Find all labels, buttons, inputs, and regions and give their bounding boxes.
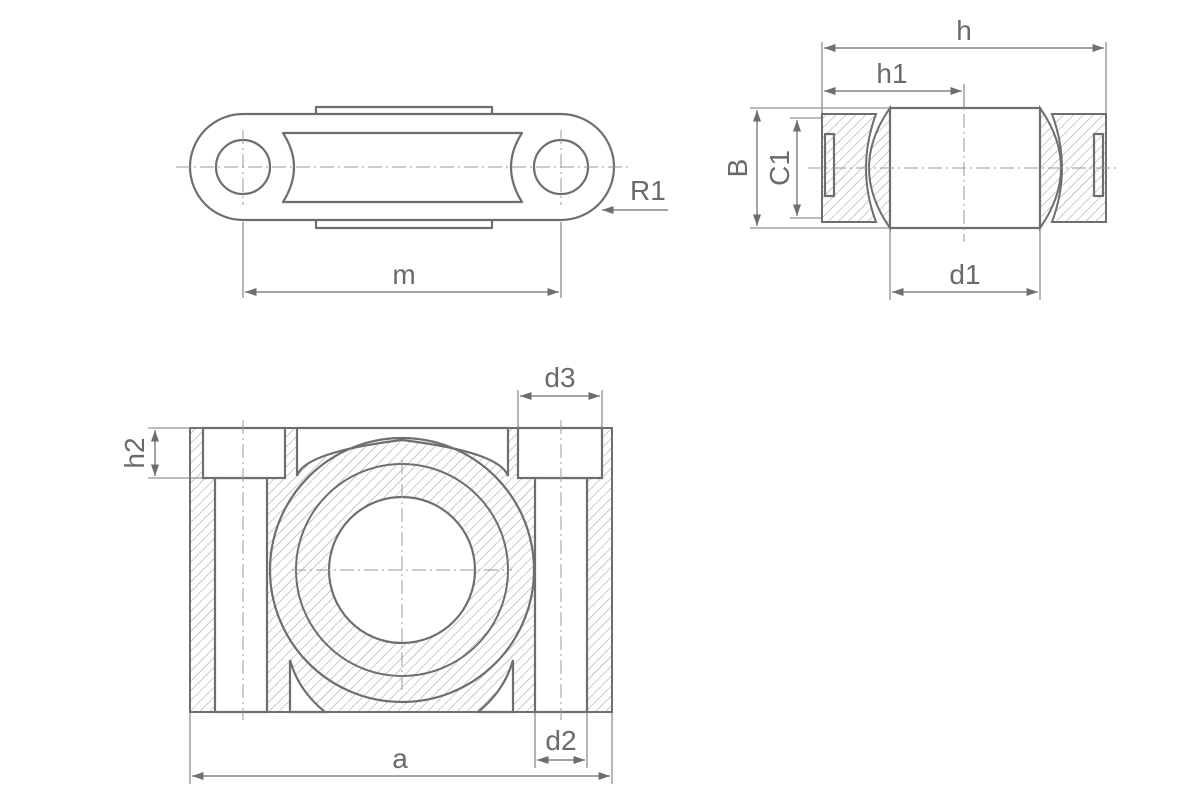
dim-c1-label: C1 <box>764 150 795 186</box>
side-bearing-left-crescent <box>868 104 891 232</box>
dim-d3-label: d3 <box>544 362 575 393</box>
front-lower-relief-right <box>474 659 515 714</box>
front-right-counterbore <box>516 426 604 480</box>
dim-r1-label: R1 <box>630 175 666 206</box>
front-upper-relief <box>295 426 510 477</box>
side-left-housing-section <box>821 113 878 223</box>
front-left-counterbore <box>201 426 287 480</box>
front-section-view: d3 h2 d2 a <box>119 362 613 784</box>
front-lower-relief <box>288 659 329 714</box>
dim-d2-label: d2 <box>545 725 576 756</box>
dim-a-label: a <box>392 743 408 774</box>
side-right-pocket <box>1092 132 1105 198</box>
front-left-bolt-channel <box>213 476 269 714</box>
dim-h2-label: h2 <box>119 437 150 468</box>
front-bearing-housing-circle <box>268 436 536 704</box>
top-view: m R1 <box>176 105 668 298</box>
dim-h-label: h <box>956 15 972 46</box>
top-view-inner-opening <box>281 131 524 204</box>
dim-b-label: B <box>722 159 753 178</box>
side-section-view: h h1 B C1 d1 <box>722 15 1118 300</box>
side-left-pocket <box>823 132 836 198</box>
dim-m-label: m <box>392 259 415 290</box>
dim-d1-label: d1 <box>949 259 980 290</box>
dim-h1-label: h1 <box>876 58 907 89</box>
